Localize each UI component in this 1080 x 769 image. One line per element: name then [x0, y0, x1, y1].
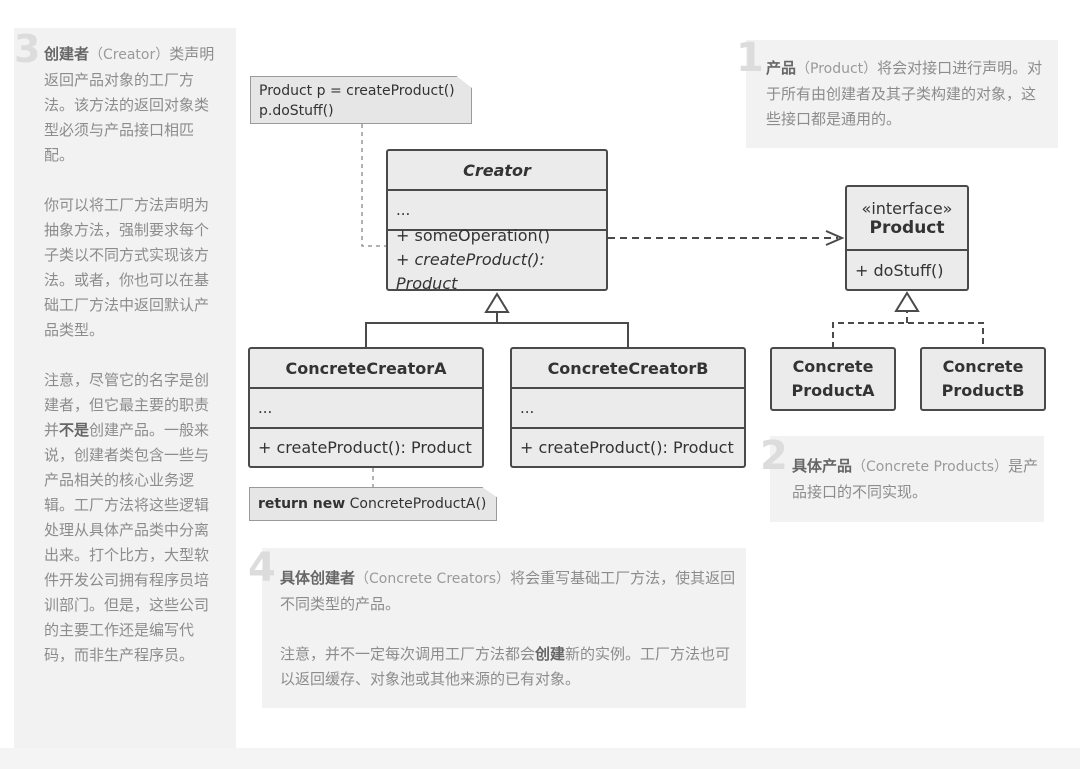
panel3-para1-rest: 类声明返回产品对象的工厂方法。该方法的返回对象类型必须与产品接口相匹配。	[44, 45, 215, 164]
note-return-keyword: return new	[258, 496, 346, 512]
step-number-4: 4	[248, 545, 276, 591]
class-concrete-creator-b: ConcreteCreatorB ... + createProduct(): …	[510, 347, 746, 468]
class-creator-title: Creator	[463, 160, 531, 180]
interface-product-header: «interface» Product	[847, 187, 967, 249]
panel4-para2: 注意，并不一定每次调用工厂方法都会创建新的实例。工厂方法也可以返回缓存、对象池或…	[280, 642, 736, 692]
panel4-para1: 具体创建者（Concrete Creators）将会重写基础工厂方法，使其返回不…	[280, 566, 736, 617]
method-do-stuff: + doStuff()	[847, 249, 967, 289]
panel2-rest: 是产品接口的不同实现。	[792, 457, 1039, 501]
note-creator-line1: Product p = createProduct()	[259, 83, 455, 99]
class-concrete-creator-a-name: ConcreteCreatorA	[285, 358, 447, 378]
note-creator-code: Product p = createProduct() p.doStuff()	[250, 76, 472, 124]
term-concrete-products-en: （Concrete Products）	[852, 459, 1008, 475]
realization-triangle-product	[894, 291, 920, 312]
panel-concrete-creators-description	[262, 548, 746, 708]
interface-stereotype: «interface»	[861, 198, 953, 218]
step-number-3: 3	[14, 27, 41, 71]
panel1-text: 产品（Product）将会对接口进行声明。对于所有由创建者及其子类构建的对象，这…	[766, 56, 1046, 132]
class-creator: Creator ... + someOperation() + createPr…	[386, 149, 608, 293]
panel4-para2-a: 注意，并不一定每次调用工厂方法都会	[280, 645, 536, 663]
inheritance-triangle-creator	[484, 292, 510, 313]
class-concrete-creator-a: ConcreteCreatorA ... + createProduct(): …	[248, 347, 484, 468]
concrete-product-b-line2: ProductB	[941, 381, 1025, 400]
realization-line-products	[832, 311, 984, 348]
term-concrete-products: 具体产品	[792, 457, 853, 475]
panel3-para3-a: 注意，尽管它的名字是创建者，但它最主要的职责并	[44, 371, 210, 439]
step-number-1: 1	[736, 35, 764, 81]
interface-product: «interface» Product + doStuff()	[845, 185, 969, 291]
step-number-2: 2	[760, 433, 788, 479]
concrete-product-a-line2: ProductA	[791, 381, 875, 400]
panel3-para3: 注意，尽管它的名字是创建者，但它最主要的职责并不是创建产品。一般来说，创建者类包…	[44, 368, 220, 668]
class-concrete-creator-a-fields: ...	[250, 387, 482, 427]
term-create: 创建	[535, 645, 566, 663]
panel3-text: 创建者（Creator）类声明返回产品对象的工厂方法。该方法的返回对象类型必须与…	[44, 42, 220, 668]
dependency-arrow-head	[825, 230, 845, 246]
concrete-product-a-line1: Concrete	[792, 357, 874, 376]
note-return-rest: ConcreteProductA()	[345, 496, 487, 512]
panel-product-description	[746, 40, 1058, 148]
class-concrete-product-a-name: Concrete ProductA	[772, 349, 894, 409]
panel4-rest: 将会重写基础工厂方法，使其返回不同类型的产品。	[280, 569, 736, 613]
class-concrete-creator-b-name: ConcreteCreatorB	[547, 358, 709, 378]
panel4-para2-b: 新的实例。工厂方法也可以返回缓存、对象池或其他来源的已有对象。	[280, 645, 731, 688]
note-creator-line2: p.doStuff()	[259, 103, 334, 119]
class-creator-name: Creator	[388, 151, 606, 189]
term-not: 不是	[59, 421, 90, 439]
note-concrete-creator-code: return new ConcreteProductA()	[249, 487, 497, 521]
term-product-en: （Product）	[796, 61, 878, 77]
bottom-strip	[0, 748, 1080, 769]
class-concrete-creator-b-fields: ...	[512, 387, 744, 427]
panel1-rest: 将会对接口进行声明。对于所有由创建者及其子类构建的对象，这些接口都是通用的。	[766, 59, 1043, 128]
panel2-text: 具体产品（Concrete Products）是产品接口的不同实现。	[792, 454, 1040, 505]
panel4-text: 具体创建者（Concrete Creators）将会重写基础工厂方法，使其返回不…	[280, 566, 736, 692]
class-concrete-product-a: Concrete ProductA	[770, 347, 896, 411]
class-concrete-product-b-name: Concrete ProductB	[922, 349, 1044, 409]
class-concrete-creator-a-method: + createProduct(): Product	[250, 427, 482, 466]
class-creator-fields: ...	[388, 189, 606, 229]
panel3-para1: 创建者（Creator）类声明返回产品对象的工厂方法。该方法的返回对象类型必须与…	[44, 42, 220, 168]
class-creator-methods: + someOperation() + createProduct(): Pro…	[388, 226, 606, 293]
class-concrete-product-b: Concrete ProductB	[920, 347, 1046, 411]
panel-concrete-products-description	[770, 436, 1044, 522]
method-create-product-abstract: + createProduct(): Product	[396, 250, 545, 293]
interface-product-name: Product	[869, 217, 945, 238]
term-creator: 创建者	[44, 45, 90, 63]
panel3-para3-b: 创建产品。一般来说，创建者类包含一些与产品相关的核心业务逻辑。工厂方法将这些逻辑…	[44, 421, 210, 664]
term-concrete-creators-en: （Concrete Creators）	[355, 571, 511, 587]
term-product: 产品	[766, 59, 797, 77]
note-connector-creator	[361, 124, 386, 247]
panel3-para2: 你可以将工厂方法声明为抽象方法，强制要求每个子类以不同方式实现该方法。或者，你也…	[44, 196, 210, 339]
term-creator-en: （Creator）	[89, 47, 170, 63]
inheritance-line-creators	[365, 312, 629, 348]
method-some-operation: + someOperation()	[396, 226, 551, 245]
panel-creator-description	[14, 28, 236, 748]
term-concrete-creators: 具体创建者	[280, 569, 356, 587]
concrete-product-b-line1: Concrete	[942, 357, 1024, 376]
class-concrete-creator-b-method: + createProduct(): Product	[512, 427, 744, 466]
